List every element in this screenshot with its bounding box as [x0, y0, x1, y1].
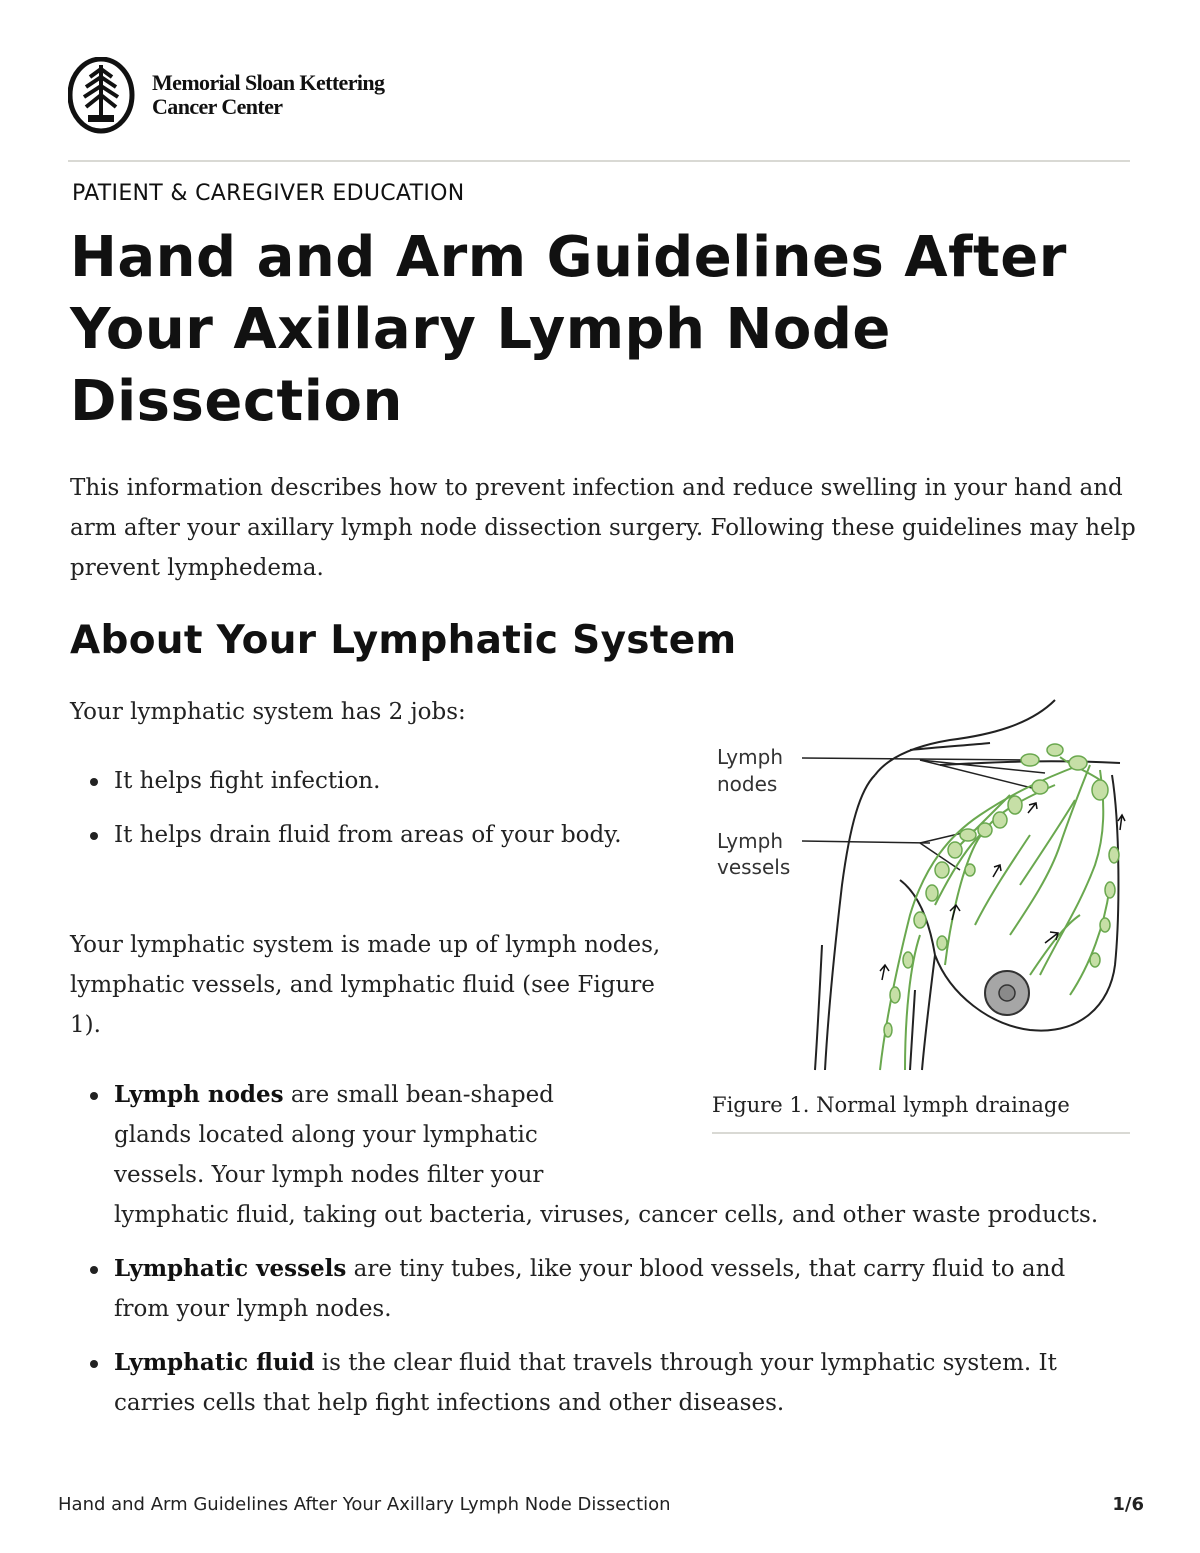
label-lymph-vessels-line1: Lymph: [717, 829, 783, 853]
term-lymph-nodes: Lymph nodes: [114, 1081, 284, 1108]
lymph-drainage-figure: Lymph nodes Lymph vessels: [710, 695, 1130, 1075]
term-lymphatic-fluid: Lymphatic fluid: [114, 1349, 315, 1376]
header-divider: [68, 160, 1130, 162]
page-title: Hand and Arm Guidelines After Your Axill…: [70, 222, 1170, 438]
jobs-list: It helps fight infection. It helps drain…: [90, 761, 650, 855]
title-line-1: Hand and Arm Guidelines After: [70, 225, 1067, 290]
list-item: Lymphatic fluid is the clear fluid that …: [90, 1343, 1100, 1423]
msk-logo: Memorial Sloan Kettering Cancer Center: [67, 56, 448, 137]
list-item: It helps fight infection.: [90, 761, 650, 801]
components-list: Lymph nodes are small bean-shaped glands…: [90, 1075, 1100, 1423]
org-name-line2: Cancer Center: [152, 94, 283, 119]
label-lymph-nodes-line2: nodes: [717, 772, 777, 796]
section-kicker: PATIENT & CAREGIVER EDUCATION: [72, 181, 465, 206]
list-item: It helps drain fluid from areas of your …: [90, 815, 650, 855]
footer-document-title: Hand and Arm Guidelines After Your Axill…: [58, 1494, 671, 1515]
msk-wordmark: Memorial Sloan Kettering Cancer Center: [152, 70, 385, 119]
figure-caption: Figure 1. Normal lymph drainage: [712, 1093, 1070, 1117]
org-name-line1: Memorial Sloan Kettering: [152, 70, 385, 95]
title-line-3: Dissection: [70, 369, 403, 434]
system-description: Your lymphatic system is made up of lymp…: [70, 932, 661, 1038]
lymph-drainage-illustration: Lymph nodes Lymph vessels: [717, 699, 1126, 1071]
footer-page-number: 1/6: [1112, 1494, 1144, 1515]
title-line-2: Your Axillary Lymph Node: [70, 297, 891, 362]
list-item: Lymphatic vessels are tiny tubes, like y…: [90, 1249, 1100, 1329]
intro-paragraph: This information describes how to preven…: [70, 475, 1136, 581]
caption-divider: [712, 1132, 1130, 1134]
term-lymphatic-vessels: Lymphatic vessels: [114, 1255, 347, 1282]
list-item: Lymph nodes are small bean-shaped glands…: [90, 1075, 1100, 1235]
msk-tree-seal-icon: [67, 56, 135, 134]
label-lymph-nodes-line1: Lymph: [717, 745, 783, 769]
jobs-intro: Your lymphatic system has 2 jobs:: [70, 699, 466, 725]
section-heading: About Your Lymphatic System: [70, 618, 737, 663]
label-lymph-vessels-line2: vessels: [717, 855, 790, 879]
